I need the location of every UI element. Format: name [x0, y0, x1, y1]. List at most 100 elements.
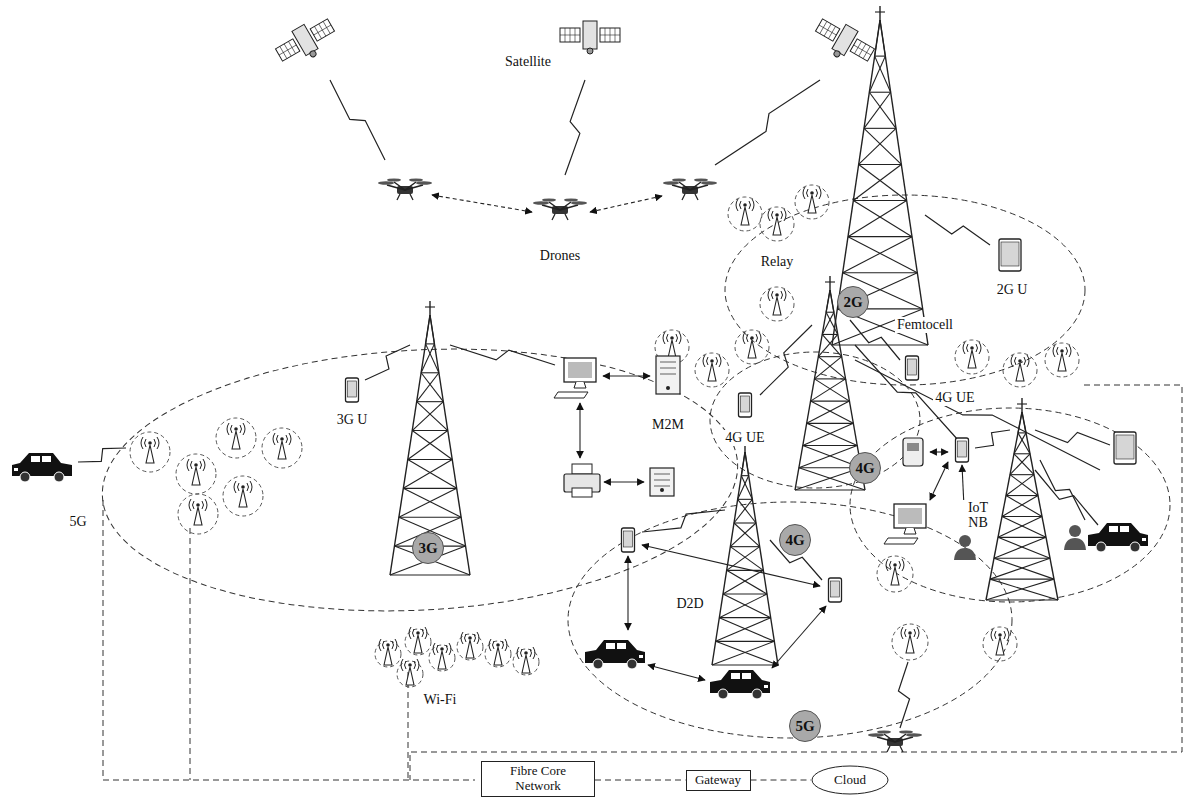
cell-tower-part — [880, 20, 928, 345]
node-text: Gateway — [695, 773, 741, 788]
cell-tower-part — [723, 570, 763, 594]
cell-tower-part — [869, 92, 896, 128]
small-cell-antenna-part — [901, 627, 903, 639]
cell-tower-part — [990, 579, 1058, 600]
small-cell-antenna-part — [517, 647, 519, 659]
cell-tower-part — [811, 401, 850, 402]
cell-tower-part — [727, 547, 760, 571]
small-cell-antenna-part — [670, 336, 674, 340]
small-cell-antenna-part — [756, 334, 758, 342]
small-cell-antenna — [1045, 343, 1079, 377]
mobile-phone-part — [741, 396, 750, 412]
cell-tower-part — [741, 452, 745, 476]
drone-part — [416, 181, 432, 185]
satellite-part — [854, 45, 871, 55]
cell-tower-part — [869, 92, 890, 93]
cell-tower-part — [1014, 433, 1026, 454]
car-part — [42, 456, 51, 462]
car-part — [606, 643, 615, 649]
cell-tower — [390, 301, 470, 575]
small-cell-antenna-part — [416, 631, 420, 635]
small-cell-antenna-part — [494, 647, 502, 665]
mobile-phone — [622, 528, 635, 552]
small-cell-antenna-part — [205, 499, 207, 511]
cell-tower-part — [734, 499, 752, 523]
small-cell-antenna — [178, 494, 218, 534]
link-arrow-part — [772, 606, 826, 668]
car-part — [593, 659, 603, 669]
cell-tower-part — [426, 315, 430, 344]
cell-boundary — [850, 408, 1170, 602]
cell-tower-part — [830, 290, 834, 312]
satellite-part — [309, 50, 317, 58]
cell-tower-part — [716, 618, 771, 642]
small-cell-antenna-part — [976, 344, 978, 352]
cell-tower-part — [730, 523, 756, 547]
computer-part — [568, 362, 592, 378]
satellite-part — [600, 35, 620, 36]
network-generation-badge: 2G — [837, 286, 869, 318]
small-cell-antenna-part — [130, 432, 170, 472]
server-part — [654, 474, 670, 475]
cell-tower-part — [1018, 432, 1026, 433]
small-cell-antenna-part — [203, 459, 205, 471]
cell-tower-part — [994, 558, 1050, 559]
computer-part — [574, 382, 586, 388]
computer — [554, 358, 596, 398]
small-cell-antenna-part — [154, 439, 156, 447]
small-cell-antenna-part — [703, 355, 705, 367]
small-cell-antenna-part — [803, 187, 805, 199]
tablet — [1114, 432, 1136, 464]
diagram-label: Satellite — [503, 54, 553, 69]
small-cell-antenna-part — [996, 637, 1004, 655]
network-generation-badge: 5G — [789, 710, 821, 742]
small-cell-antenna-part — [465, 634, 467, 642]
small-cell-antenna-part — [273, 433, 275, 445]
small-cell-antenna-part — [234, 427, 238, 431]
cell-tower-part — [425, 306, 435, 307]
node-text: 4G — [785, 532, 804, 549]
small-cell-antenna-part — [710, 359, 714, 363]
cell-tower-part — [986, 579, 1054, 600]
server-part — [666, 386, 670, 390]
printer — [564, 464, 600, 497]
drone-part — [533, 201, 549, 205]
small-cell-antenna-part — [422, 629, 424, 637]
small-cell-antenna-part — [781, 211, 783, 219]
small-cell-antenna-part — [414, 635, 422, 653]
small-cell-antenna — [877, 556, 913, 592]
cell-tower-part — [712, 664, 778, 665]
computer — [884, 504, 926, 544]
small-cell-antenna — [216, 418, 256, 458]
satellite — [560, 21, 620, 54]
cell-tower-part — [853, 200, 906, 201]
wireless-link — [715, 80, 820, 165]
small-cell-antenna-part — [477, 632, 479, 644]
wireless-link — [1040, 460, 1085, 520]
small-cell-antenna-part — [489, 639, 491, 651]
cell-tower-part — [879, 6, 880, 20]
cell-tower — [832, 6, 928, 345]
small-cell-antenna-part — [145, 439, 147, 447]
drone-part — [387, 178, 401, 181]
small-cell-antenna-part — [191, 461, 193, 469]
small-cell-antenna-part — [1007, 629, 1009, 641]
cell-tower-part — [408, 459, 452, 460]
node-text: 5G — [795, 718, 814, 735]
cell-tower-part — [1022, 412, 1058, 600]
drone-part — [560, 202, 571, 210]
fibre-link — [595, 780, 686, 781]
link-arrow-part — [590, 196, 662, 212]
diagram-label: 5G — [67, 514, 88, 529]
tablet-part — [1114, 432, 1136, 464]
node-text: 2G — [843, 294, 862, 311]
fibre-backhaul — [408, 672, 409, 780]
link-arrow — [432, 195, 532, 212]
small-cell-antenna — [892, 624, 928, 660]
small-cell-antenna-part — [1024, 357, 1026, 365]
small-cell-antenna-part — [1004, 631, 1006, 639]
small-cell-antenna-part — [193, 501, 195, 509]
drone-part — [900, 746, 903, 752]
node-text: Fibre Core Network — [490, 764, 586, 794]
link-arrow — [930, 452, 948, 453]
